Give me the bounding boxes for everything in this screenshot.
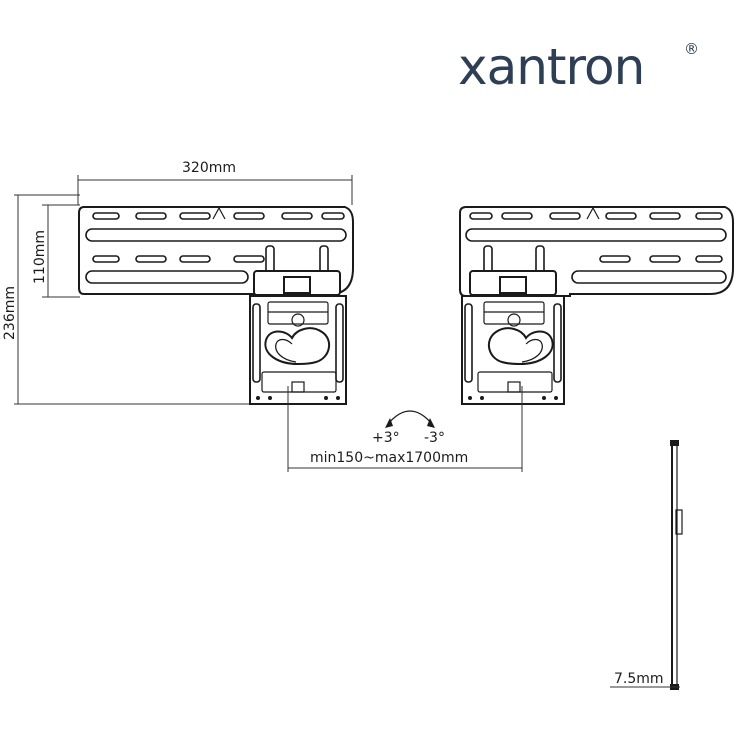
- dimension-width: 320mm: [77, 160, 353, 205]
- total-height-label: 236mm: [2, 286, 18, 340]
- depth-label: 7.5mm: [614, 671, 664, 687]
- plate-height-label: 110mm: [32, 230, 48, 284]
- dimension-distance: min150~max1700mm: [287, 386, 523, 472]
- width-label: 320mm: [182, 160, 236, 176]
- distance-label: min150~max1700mm: [310, 450, 468, 466]
- dimension-depth: 7.5mm: [610, 671, 680, 688]
- brand-name: xantron: [458, 38, 644, 96]
- dimension-plate-height: 110mm: [32, 204, 80, 298]
- brand-logo: xantron ®: [458, 38, 699, 96]
- dimension-total-height: 236mm: [2, 194, 250, 405]
- left-bracket: [78, 206, 354, 405]
- tilt-indicator: +3° -3°: [372, 410, 445, 446]
- tilt-minus-label: -3°: [424, 430, 445, 446]
- side-view: [670, 440, 683, 690]
- right-bracket: [459, 206, 734, 405]
- registered-mark: ®: [684, 40, 699, 58]
- tilt-plus-label: +3°: [372, 430, 400, 446]
